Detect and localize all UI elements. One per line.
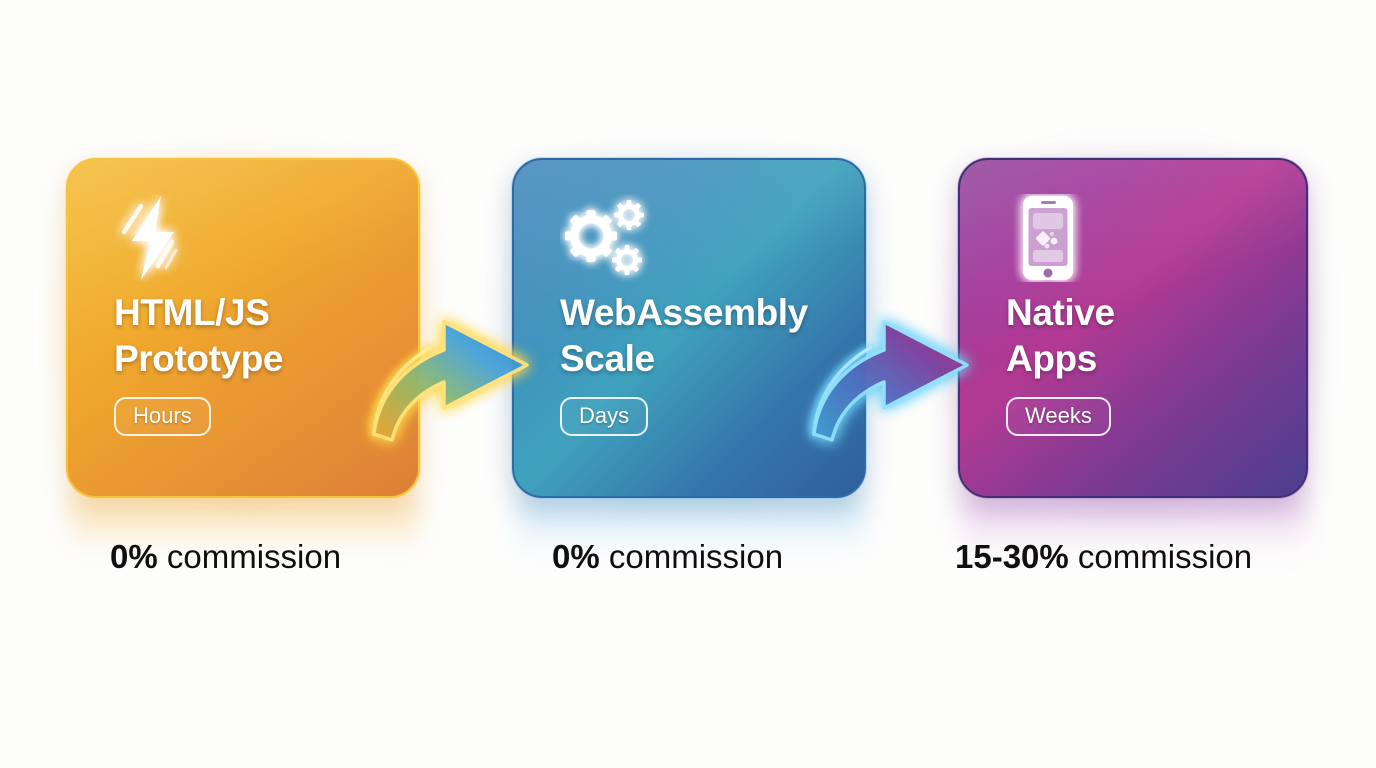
lightning-bolt-icon <box>114 194 206 282</box>
caption-value: 0% <box>110 538 158 575</box>
mobile-phone-icon <box>1006 194 1098 282</box>
caption-step1: 0% commission <box>110 532 341 582</box>
arrow-step1-to-step2 <box>352 272 572 462</box>
caption-label: commission <box>1077 538 1253 575</box>
step-duration-badge: Hours <box>114 397 211 436</box>
arrow-step2-to-step3 <box>792 272 1012 462</box>
caption-step3: 15-30% commission <box>955 532 1252 582</box>
caption-wash-step1 <box>70 495 420 555</box>
caption-value: 0% <box>552 538 600 575</box>
caption-step2: 0% commission <box>552 532 783 582</box>
caption-label: commission <box>166 538 342 575</box>
caption-value: 15-30% <box>955 538 1069 575</box>
step-title: Native Apps <box>1006 292 1115 379</box>
gears-icon <box>560 194 652 282</box>
caption-wash-step2 <box>516 495 866 555</box>
step-title: HTML/JS Prototype <box>114 292 284 379</box>
step-duration-badge: Days <box>560 397 649 436</box>
step-title: WebAssembly Scale <box>560 292 808 379</box>
step-duration-badge: Weeks <box>1006 397 1111 436</box>
caption-wash-step3 <box>960 495 1308 555</box>
caption-label: commission <box>608 538 784 575</box>
